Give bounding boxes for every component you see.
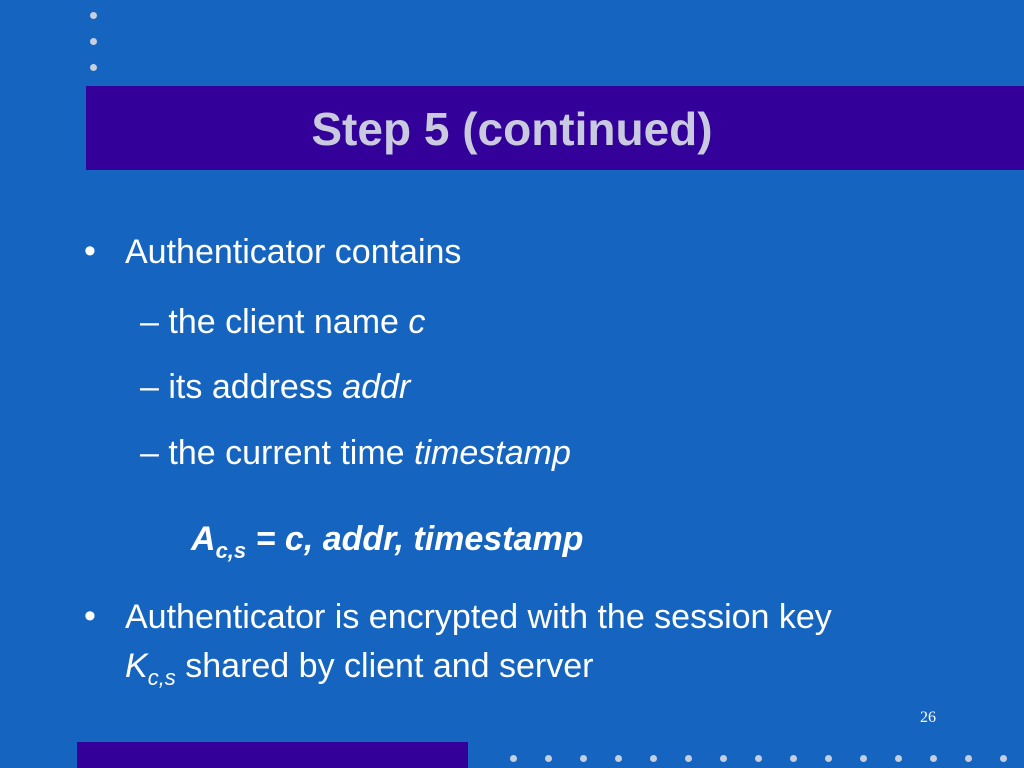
decor-dot bbox=[1000, 755, 1007, 762]
key-subscript: c,s bbox=[147, 665, 176, 690]
formula: Ac,s = c, addr, timestamp bbox=[191, 519, 583, 571]
decor-dot bbox=[825, 755, 832, 762]
decor-dot bbox=[755, 755, 762, 762]
sub-item: – the current time timestamp bbox=[140, 433, 571, 473]
sub-item-text: its address bbox=[168, 368, 343, 406]
key-description: shared by client and server bbox=[175, 647, 594, 685]
decor-dot bbox=[90, 38, 97, 45]
formula-rhs: = c, addr, timestamp bbox=[246, 520, 584, 558]
bullet-text: Authenticator contains bbox=[125, 233, 462, 271]
sub-item-dash: – bbox=[140, 303, 159, 341]
decor-dot bbox=[895, 755, 902, 762]
decor-dot bbox=[545, 755, 552, 762]
decor-dot bbox=[930, 755, 937, 762]
decor-dot bbox=[860, 755, 867, 762]
slide-title: Step 5 (continued) bbox=[311, 103, 713, 155]
decor-dot bbox=[615, 755, 622, 762]
sub-item-dash: – bbox=[140, 368, 159, 406]
sub-item-variable: addr bbox=[342, 368, 411, 406]
sub-item: – its address addr bbox=[140, 367, 410, 407]
bullet-text-continuation: Kc,s shared by client and server bbox=[125, 646, 593, 698]
key-variable: K bbox=[125, 647, 148, 685]
sub-item-variable: timestamp bbox=[414, 434, 571, 472]
footer-bar bbox=[77, 742, 468, 768]
decor-dot bbox=[510, 755, 517, 762]
decor-dot bbox=[650, 755, 657, 762]
bullet-marker: • bbox=[84, 597, 96, 635]
sub-item: – the client name c bbox=[140, 302, 425, 342]
decor-dot bbox=[685, 755, 692, 762]
decor-dot bbox=[965, 755, 972, 762]
formula-variable: A bbox=[191, 520, 216, 558]
sub-item-variable: c bbox=[408, 303, 426, 341]
sub-item-text: the client name bbox=[168, 303, 409, 341]
formula-subscript: c,s bbox=[215, 538, 247, 563]
page-number: 26 bbox=[920, 709, 936, 726]
sub-item-text: the current time bbox=[168, 434, 415, 472]
decor-dot bbox=[720, 755, 727, 762]
sub-item-dash: – bbox=[140, 434, 159, 472]
title-band bbox=[86, 86, 1024, 170]
decor-dot bbox=[790, 755, 797, 762]
decor-dot bbox=[580, 755, 587, 762]
decor-dot bbox=[90, 12, 97, 19]
bullet-text: Authenticator is encrypted with the sess… bbox=[125, 598, 832, 636]
bullet-marker: • bbox=[84, 232, 96, 270]
decor-dot bbox=[90, 64, 97, 71]
